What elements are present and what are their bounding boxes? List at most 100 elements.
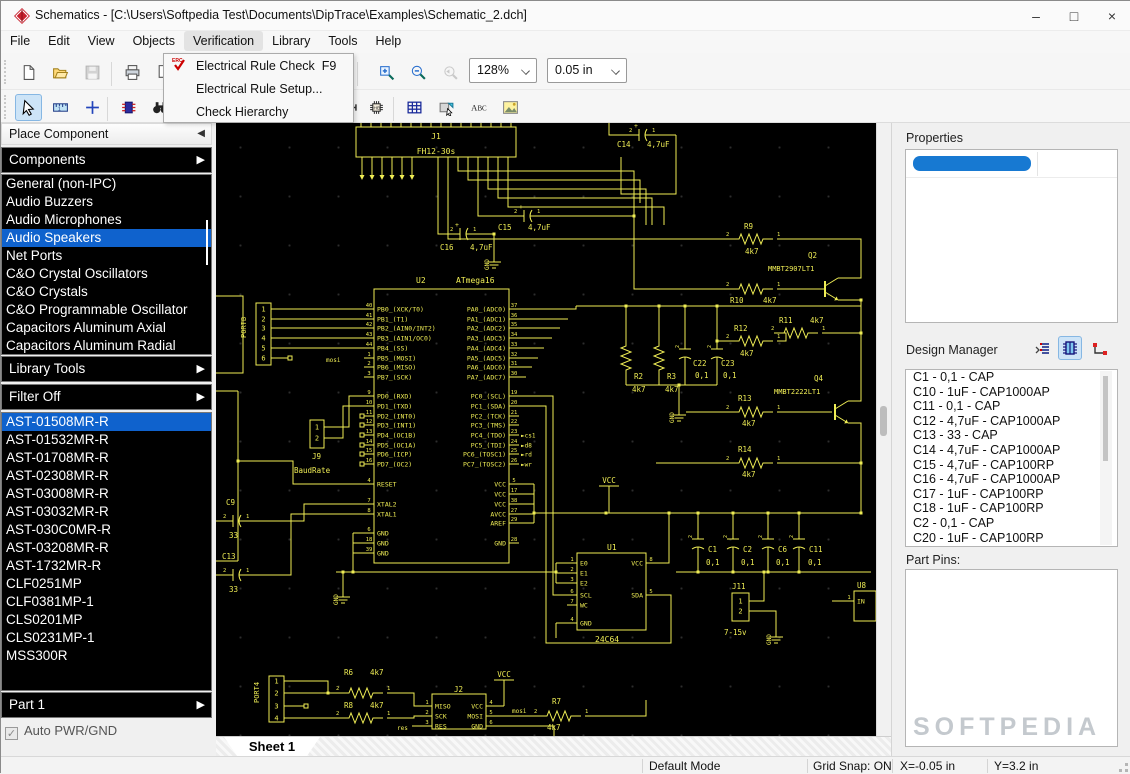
menu-item-library[interactable]: Library [272, 34, 311, 48]
part-item[interactable]: AST-03008MR-R [6, 486, 109, 501]
zoom-out-button[interactable] [405, 59, 432, 86]
chip-component-button[interactable] [115, 94, 142, 121]
menu-item-electrical-rule-setup[interactable]: Electrical Rule Setup... [164, 77, 353, 100]
part-item[interactable]: CLS0231MP-1 [6, 630, 95, 645]
chip-hierarchy-button[interactable]: HB [363, 94, 390, 121]
part-pins-panel[interactable] [905, 569, 1118, 747]
svg-text:PC0_(SCL): PC0_(SCL) [471, 393, 506, 401]
minimize-button[interactable]: – [1032, 8, 1040, 24]
part-item[interactable]: AST-02308MR-R [6, 468, 109, 483]
doc-new-button[interactable] [15, 59, 42, 86]
part-item[interactable]: AST-01532MR-R [6, 432, 109, 447]
design-manager-item[interactable]: C17 - 1uF - CAP100RP [913, 486, 1044, 501]
menu-item-file[interactable]: File [10, 34, 31, 48]
component-group-item[interactable]: Capacitors Aluminum Axial [6, 320, 166, 335]
menu-item-edit[interactable]: Edit [48, 34, 70, 48]
menu-item-tools[interactable]: Tools [328, 34, 358, 48]
component-group-item[interactable]: Audio Microphones [6, 212, 122, 227]
sheet-tab[interactable]: Sheet 1 [224, 737, 320, 756]
folder-open-button[interactable] [47, 59, 74, 86]
menu-item-objects[interactable]: Objects [132, 34, 175, 48]
components-section-bar[interactable]: Components▶ [1, 147, 212, 173]
collapse-arrow-icon[interactable]: ◀ [197, 128, 205, 139]
design-manager-scrollbar-thumb[interactable] [1103, 376, 1108, 461]
place-component-header[interactable]: Place Component◀ [1, 123, 212, 145]
component-group-item[interactable]: Audio Speakers [2, 229, 211, 247]
design-manager-item[interactable]: C18 - 1uF - CAP100RP [913, 501, 1044, 516]
part-item[interactable]: AST-03032MR-R [6, 504, 109, 519]
component-group-item[interactable]: C&O Programmable Oscillator [6, 302, 188, 317]
part-item[interactable]: CLF0381MP-1 [6, 594, 94, 609]
shape-cursor-button[interactable] [433, 94, 460, 121]
design-manager-item[interactable]: C1 - 0,1 - CAP [913, 370, 995, 384]
toolbar-grip[interactable] [4, 95, 8, 119]
component-group-item[interactable]: C&O Crystals [6, 284, 88, 299]
component-group-item[interactable]: General (non-IPC) [6, 176, 117, 191]
design-manager-nets-view-icon[interactable] [1088, 337, 1112, 361]
design-manager-item[interactable]: C21 - 1uF - CAP100RP [906, 545, 1117, 546]
filter-bar[interactable]: Filter Off▶ [1, 384, 212, 410]
printer-button[interactable] [119, 59, 146, 86]
part-item[interactable]: AST-01708MR-R [6, 450, 109, 465]
plus-place-button[interactable] [79, 94, 106, 121]
chevron-down-icon[interactable] [611, 66, 620, 75]
design-manager-item[interactable]: C12 - 4,7uF - CAP1000AP [913, 413, 1061, 428]
svg-text:18: 18 [366, 537, 373, 543]
resize-grip[interactable] [1119, 763, 1128, 772]
svg-text:C23: C23 [721, 359, 735, 368]
part-section-bar[interactable]: Part 1▶ [1, 692, 212, 718]
cursor-arrow-button[interactable] [15, 94, 42, 121]
menu-item-help[interactable]: Help [375, 34, 402, 48]
design-manager-item[interactable]: C14 - 4,7uF - CAP1000AP [913, 442, 1061, 457]
menu-item-view[interactable]: View [87, 34, 115, 48]
maximize-button[interactable]: □ [1069, 8, 1079, 24]
canvas-vertical-scrollbar[interactable] [876, 123, 891, 756]
menu-item-check-hierarchy[interactable]: Check Hierarchy [164, 100, 353, 123]
design-manager-item[interactable]: C20 - 1uF - CAP100RP [913, 530, 1044, 545]
part-item[interactable]: MSS300R [6, 648, 68, 663]
part-item[interactable]: CLF0251MP [6, 576, 82, 591]
canvas-scrollbar-thumb[interactable] [880, 406, 887, 436]
component-group-item[interactable]: C&O Crystal Oscillators [6, 266, 148, 281]
toolbar-grip[interactable] [4, 60, 8, 84]
design-manager-item[interactable]: C15 - 4,7uF - CAP100RP [913, 457, 1055, 472]
library-tools-bar[interactable]: Library Tools▶ [1, 356, 212, 382]
design-manager-item[interactable]: C2 - 0,1 - CAP [913, 515, 995, 530]
design-manager-item[interactable]: C10 - 1uF - CAP1000AP [913, 384, 1050, 399]
grid-size-combobox[interactable]: 0.05 in [547, 58, 627, 83]
part-item[interactable]: AST-01508MR-R [2, 413, 211, 431]
part-item[interactable]: AST-03208MR-R [6, 540, 109, 555]
close-button[interactable]: × [1107, 8, 1117, 24]
zoom-in-button[interactable] [373, 59, 400, 86]
design-manager-scrollbar[interactable] [1100, 371, 1112, 545]
part-item[interactable]: AST-030C0MR-R [6, 522, 112, 537]
component-groups-scrollbar-thumb[interactable] [206, 220, 208, 265]
auto-pwr-checkbox[interactable]: ✓ [5, 727, 18, 740]
component-group-item[interactable]: Audio Buzzers [6, 194, 94, 209]
design-manager-item[interactable]: C11 - 0,1 - CAP [913, 399, 1001, 414]
properties-panel[interactable] [905, 149, 1118, 323]
menu-item-verification[interactable]: Verification [183, 31, 264, 51]
table-grid-button[interactable] [401, 94, 428, 121]
component-group-item[interactable]: Capacitors Aluminum Radial [6, 338, 176, 353]
design-manager-components-view-icon[interactable] [1058, 336, 1082, 360]
svg-text:C1: C1 [708, 545, 717, 554]
picture-image-button[interactable] [497, 94, 524, 121]
part-item[interactable]: CLS0201MP [6, 612, 83, 627]
component-group-item[interactable]: Net Ports [6, 248, 63, 263]
chevron-down-icon[interactable] [521, 66, 530, 75]
part-item[interactable]: AST-1732MR-R [6, 558, 102, 573]
ruler-measure-button[interactable]: 1 [47, 94, 74, 121]
design-manager-list-view-icon[interactable] [1030, 337, 1054, 361]
design-manager-item[interactable]: C16 - 4,7uF - CAP1000AP [913, 472, 1061, 487]
design-manager-item[interactable]: C13 - 33 - CAP [913, 428, 998, 443]
floppy-save-button[interactable] [79, 59, 106, 86]
zoom-last-button[interactable] [437, 59, 464, 86]
zoom-level-combobox[interactable]: 128% [469, 58, 537, 83]
